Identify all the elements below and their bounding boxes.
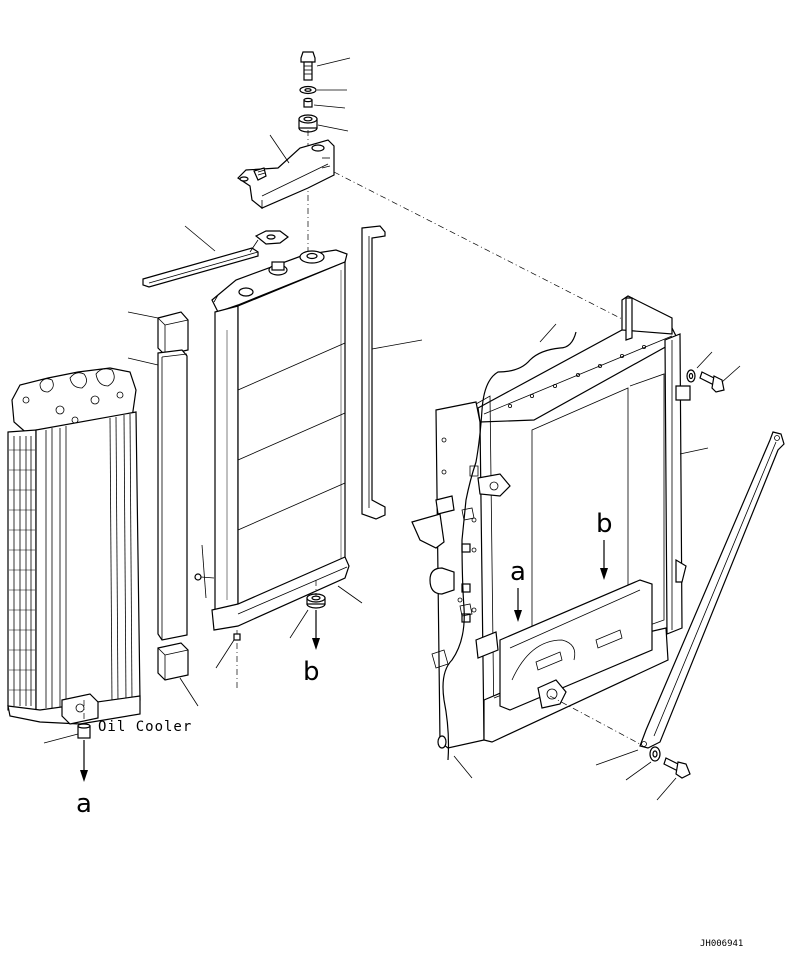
top-collar [303, 97, 313, 108]
oil-cooler [7, 367, 141, 744]
rubber-mount [298, 114, 318, 133]
callout-b-center: b [303, 657, 320, 687]
radiator-core [194, 249, 363, 690]
arrow-a-left: a [76, 740, 92, 819]
small-cap-plate [249, 230, 289, 253]
stay-rod [549, 431, 785, 766]
callout-b-right: b [596, 509, 613, 539]
wiring-harness [431, 323, 577, 779]
arrow-b-right: b [596, 509, 613, 580]
callout-a-left: a [76, 789, 92, 819]
callout-a-right: a [510, 557, 526, 587]
top-bolt [300, 51, 316, 81]
frame-bolt-top [686, 351, 741, 393]
top-bracket [237, 134, 629, 323]
left-seal-pieces [127, 311, 199, 707]
bottom-mount [289, 580, 326, 639]
top-washer [299, 85, 317, 95]
radiator-frame [411, 295, 709, 749]
frame-bolt-bottom [625, 746, 691, 801]
upper-seal-strip [142, 225, 259, 288]
u-shaped-seal-bar [361, 225, 423, 520]
oil-cooler-label: Oil Cooler [98, 719, 192, 735]
arrow-b-center: b [303, 610, 320, 687]
drawing-code: JH006941 [700, 939, 743, 949]
arrow-a-right: a [510, 557, 526, 622]
